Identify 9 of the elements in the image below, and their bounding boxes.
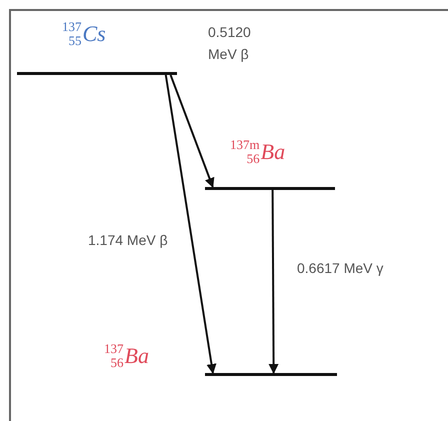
decay-arrow [170, 74, 214, 188]
decay-arrow [164, 74, 216, 374]
edge-label: 0.6617 MeV γ [297, 259, 384, 278]
edge-label: 1.174 MeV β [88, 231, 169, 250]
edge-label: 0.5120 MeV β [208, 23, 252, 64]
energy-level-line [205, 187, 335, 190]
decay-arrow [268, 190, 279, 374]
energy-level-line [17, 72, 177, 75]
energy-level-line [205, 373, 337, 376]
